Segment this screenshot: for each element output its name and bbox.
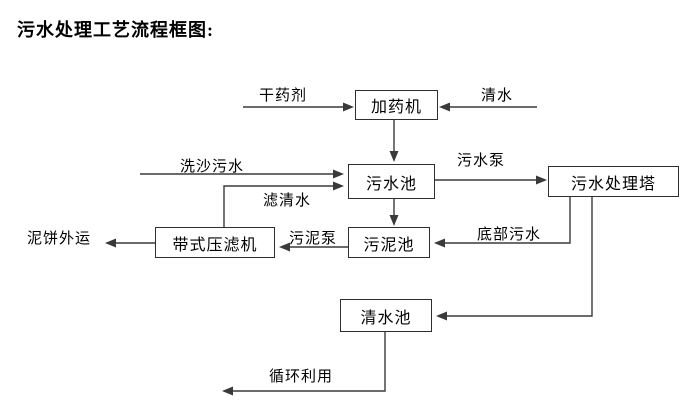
diagram-title: 污水处理工艺流程框图: bbox=[17, 20, 214, 40]
arrow-clean-water-pool-to-recycling bbox=[222, 332, 386, 396]
node-belt-filter-press: 带式压滤机 bbox=[155, 227, 275, 258]
flow-label-filtered-water: 滤清水 bbox=[262, 193, 311, 209]
arrow-treatment-tower-to-clean-water-pool bbox=[436, 197, 593, 321]
node-belt-filter-press-label: 带式压滤机 bbox=[172, 236, 258, 254]
flow-label-sludge-pump: 污泥泵 bbox=[288, 231, 337, 247]
node-dosing-machine-label: 加药机 bbox=[370, 99, 422, 116]
flow-label-mud-cake-out: 泥饼外运 bbox=[26, 231, 91, 247]
node-dosing-machine: 加药机 bbox=[355, 90, 438, 120]
flow-label-sand-washing-sewage: 洗沙污水 bbox=[179, 159, 244, 175]
node-clean-water-pool: 清水池 bbox=[340, 299, 432, 332]
node-clean-water-pool-label: 清水池 bbox=[360, 309, 412, 327]
flow-label-recycling: 循环利用 bbox=[268, 369, 333, 385]
flow-label-bottom-sewage: 底部污水 bbox=[476, 227, 541, 243]
node-sewage-treatment-tower: 污水处理塔 bbox=[548, 166, 679, 197]
node-sludge-pool: 污泥池 bbox=[348, 227, 430, 258]
node-sewage-pool-label: 污水池 bbox=[365, 175, 417, 193]
flow-label-sewage-pump: 污水泵 bbox=[456, 153, 505, 169]
flow-label-dry-chemical: 干药剂 bbox=[258, 88, 307, 104]
arrow-filtered-water-to-sewage-pool bbox=[223, 181, 344, 227]
arrow-bottom-sewage-to-sludge-pool bbox=[434, 197, 571, 248]
flow-label-clean-water: 清水 bbox=[480, 88, 513, 104]
node-sludge-pool-label: 污泥池 bbox=[363, 236, 415, 254]
node-sewage-pool: 污水池 bbox=[348, 164, 435, 199]
node-sewage-treatment-tower-label: 污水处理塔 bbox=[570, 175, 656, 193]
